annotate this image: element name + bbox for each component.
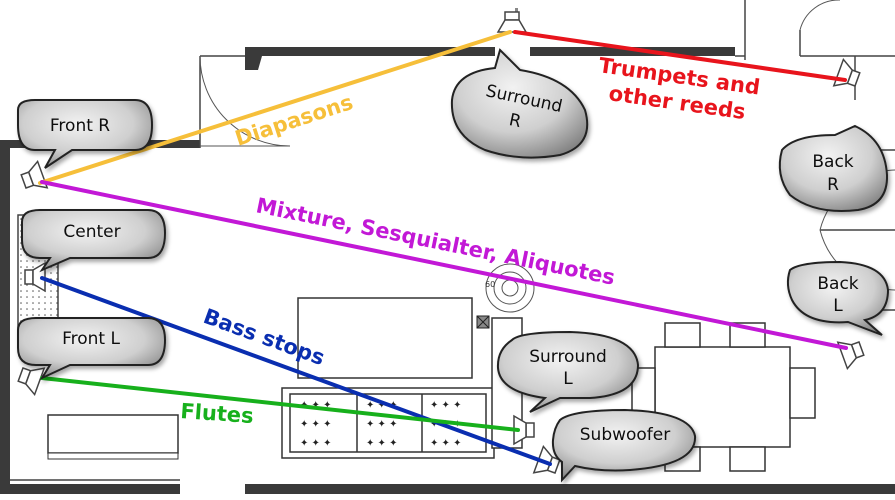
bubble-surround-l-line1: Surround (529, 347, 607, 367)
bubble-center: Center (21, 209, 167, 273)
bubble-center-label: Center (63, 222, 120, 242)
flutes-label: Flutes (180, 399, 255, 428)
bubble-surround-r-line2: R (507, 110, 523, 132)
bubble-back-r: Back R (778, 124, 889, 212)
speech-bubbles: Front R Surround R Back R Center Back L … (17, 48, 890, 483)
svg-text:✦ ✦ ✦: ✦ ✦ ✦ (430, 438, 462, 449)
bench (47, 414, 179, 454)
coffee-table (297, 297, 473, 379)
stop-lines (38, 30, 848, 466)
bubble-front-r-label: Front R (50, 116, 110, 136)
bubble-surround-l: Surround L (496, 330, 640, 413)
bubble-back-r-line1: Back (812, 152, 853, 172)
bubble-back-r-line2: R (827, 175, 839, 195)
speaker-icon-front-r (20, 159, 49, 189)
speaker-icon-back-l (836, 341, 865, 371)
svg-text:✦ ✦ ✦: ✦ ✦ ✦ (300, 438, 332, 449)
speaker-icon-surround-r (496, 11, 528, 33)
bubble-surround-l-line2: L (563, 369, 573, 389)
svg-text:✦ ✦ ✦: ✦ ✦ ✦ (300, 419, 332, 430)
speaker-icon-back-r (832, 57, 861, 87)
dial-label: 60 (485, 280, 495, 289)
bubble-back-l: Back L (786, 260, 890, 336)
flutes-line (40, 376, 520, 432)
bubble-back-l-line2: L (833, 296, 843, 316)
svg-text:✦ ✦ ✦: ✦ ✦ ✦ (430, 400, 462, 411)
bubble-surround-r: Surround R (450, 48, 589, 159)
bubble-back-l-line1: Back (817, 274, 858, 294)
bubble-subwoofer: Subwoofer (551, 408, 697, 483)
mixture-line (40, 180, 848, 350)
bubble-front-r: Front R (17, 99, 154, 169)
svg-text:✦ ✦ ✦: ✦ ✦ ✦ (366, 438, 398, 449)
bubble-front-l-label: Front L (62, 329, 120, 349)
mixture-label: Mixture, Sesquialter, Aliquotes (254, 193, 617, 289)
trumpets-line (513, 30, 847, 82)
bubble-subwoofer-label: Subwoofer (580, 425, 671, 445)
bubble-front-l: Front L (17, 317, 167, 381)
svg-text:✦ ✦ ✦: ✦ ✦ ✦ (366, 400, 398, 411)
speaker-icon-front-l (17, 367, 46, 397)
diapasons-label: Diapasons (232, 90, 356, 151)
dining-set (631, 322, 816, 472)
svg-text:✦ ✦ ✦: ✦ ✦ ✦ (300, 400, 332, 411)
svg-text:✦ ✦ ✦: ✦ ✦ ✦ (366, 419, 398, 430)
bass-line (40, 276, 552, 466)
diapasons-line (38, 30, 512, 185)
